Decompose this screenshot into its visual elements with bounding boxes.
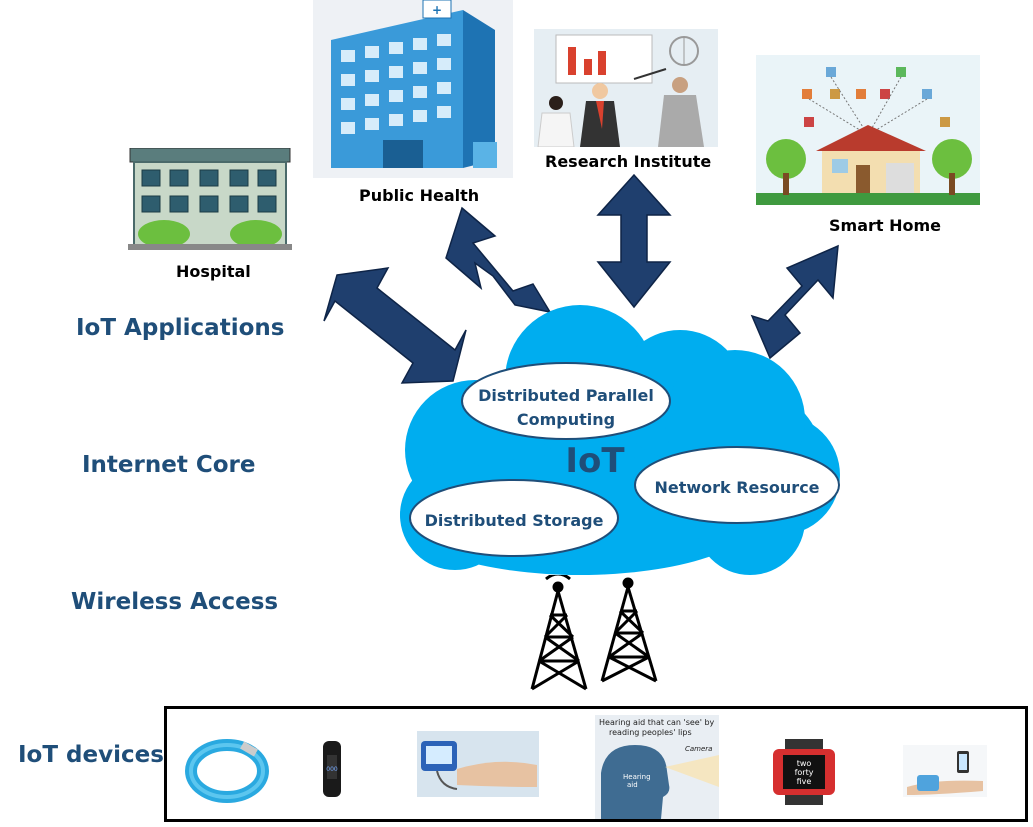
layer-label-applications: IoT Applications (76, 315, 285, 341)
layer-label-devices: IoT devices (18, 742, 164, 768)
watch-text-1: two (797, 759, 812, 768)
network-resource-bubble (634, 446, 840, 524)
research-institute-label: Research Institute (545, 152, 712, 171)
layer-label-internet-core: Internet Core (82, 452, 256, 478)
hearing-aid-caption-line2: reading peoples' lips (609, 728, 692, 737)
network-resource-label: Network Resource (654, 478, 819, 497)
arrow-hospital (323, 267, 467, 384)
tower-left-icon (530, 575, 588, 691)
arrow-public-health (445, 206, 552, 314)
research-institute-image (534, 29, 718, 147)
parallel-computing-line2: Computing (517, 410, 615, 429)
iot-cloud: IoT Distributed Parallel Computing Netwo… (400, 305, 840, 575)
smartwatch-icon: two forty five (773, 739, 835, 805)
camera-label: Camera (685, 745, 712, 753)
fitness-wristband-icon (185, 739, 269, 803)
arrow-smart-home (750, 244, 839, 360)
smart-home-image (756, 55, 980, 205)
tower-right-icon (600, 577, 658, 683)
parallel-computing-line1: Distributed Parallel (478, 386, 654, 405)
layer-label-wireless-access: Wireless Access (71, 589, 279, 615)
arrow-research (596, 173, 672, 309)
hearing-aid-label1: Hearing (623, 773, 651, 781)
parallel-computing-bubble (461, 362, 671, 440)
svg-text:000: 000 (326, 766, 338, 773)
hearing-aid-icon: Hearing aid that can 'see' by reading pe… (595, 715, 719, 819)
pulse-oximeter-icon (417, 731, 539, 797)
svg-text:+: + (432, 3, 442, 17)
public-health-label: Public Health (359, 186, 480, 205)
hearing-aid-label2: aid (627, 781, 638, 789)
fitness-tracker-clip-icon: 000 (323, 741, 341, 797)
iot-devices-panel: 000 Hearing aid that can 'see' by readin… (164, 706, 1028, 822)
watch-text-2: forty (795, 768, 814, 777)
distributed-storage-label: Distributed Storage (425, 511, 604, 530)
distributed-storage-bubble (409, 479, 619, 557)
hospital-building-image (128, 148, 292, 250)
cloud-title: IoT (565, 441, 625, 481)
wireless-towers (530, 575, 658, 691)
blood-pressure-cuff-icon (903, 745, 987, 797)
public-health-building-image: + (313, 0, 513, 178)
hospital-label: Hospital (176, 262, 251, 281)
smart-home-label: Smart Home (829, 216, 942, 235)
watch-text-3: five (797, 777, 812, 786)
hearing-aid-caption-line1: Hearing aid that can 'see' by (599, 718, 715, 727)
